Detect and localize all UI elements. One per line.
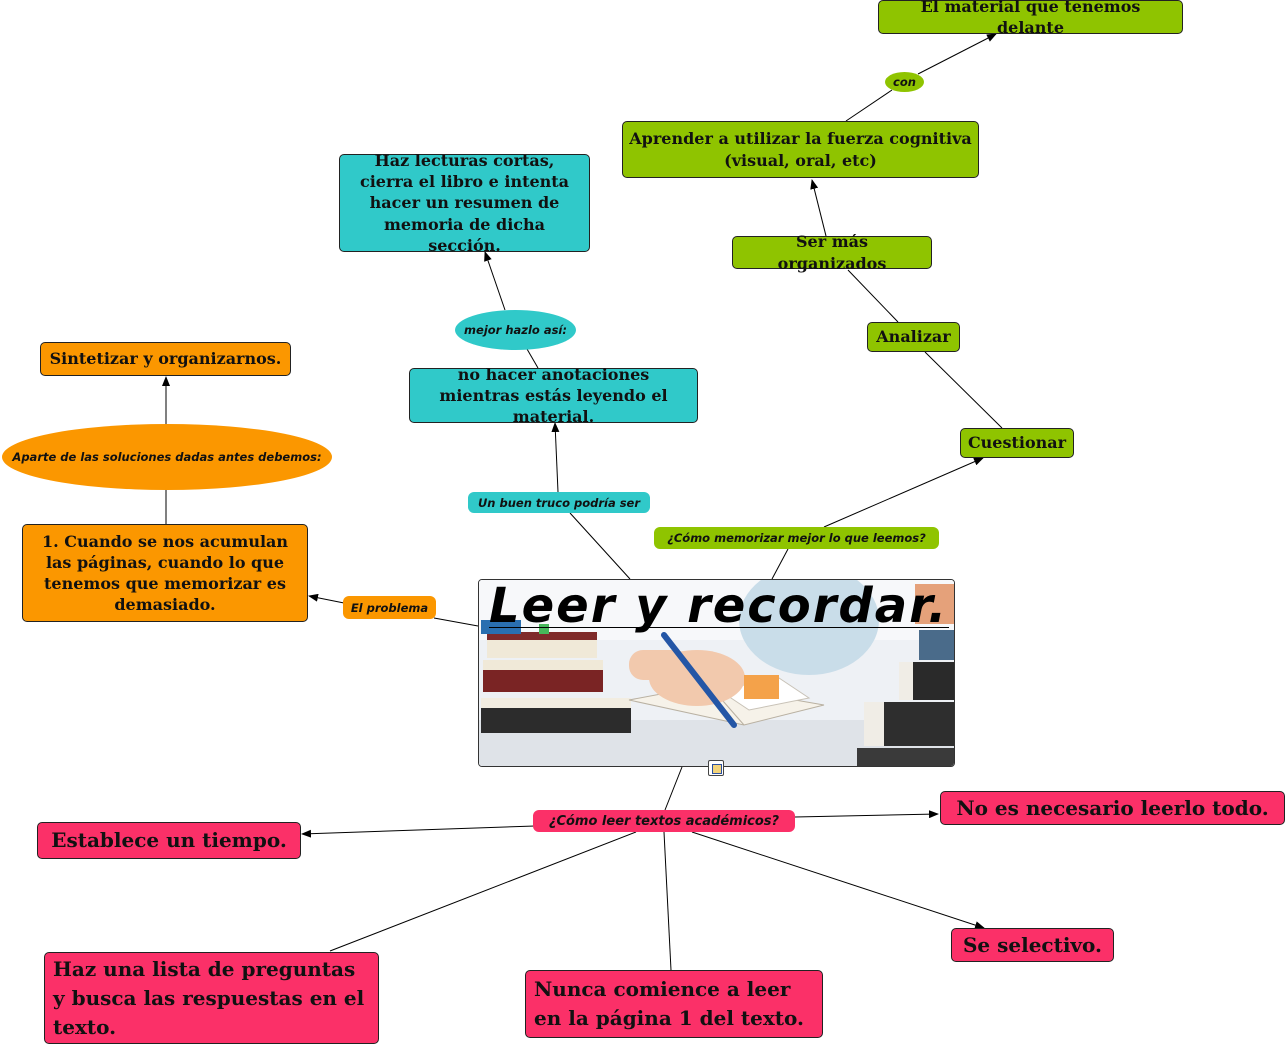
link-label-memorizar[interactable]: ¿Cómo memorizar mejor lo que leemos? [654, 527, 939, 549]
node-organizados[interactable]: Ser más organizados [732, 232, 932, 273]
central-topic-image[interactable]: Leer y recordar. [478, 579, 955, 767]
title-underline [489, 627, 949, 628]
link-center-memorizar [771, 548, 789, 580]
link-label-con[interactable]: con [885, 72, 924, 92]
link-fuerza-con [845, 89, 893, 122]
link-problema-acumulan [308, 593, 345, 604]
link-truco-anotaciones [551, 422, 560, 493]
link-center-truco [569, 512, 631, 580]
central-topic-title: Leer y recordar. [489, 579, 949, 634]
node-nunca[interactable]: Nunca comience a leer en la página 1 del… [525, 970, 823, 1038]
node-tiempo[interactable]: Establece un tiempo. [37, 822, 301, 859]
link-academicos-selectivo [691, 831, 985, 929]
link-label-aparte[interactable]: Aparte de las soluciones dadas antes deb… [2, 424, 332, 490]
study-desk-illustration [479, 580, 954, 766]
node-material[interactable]: El material que tenemos delante [878, 0, 1183, 37]
node-acumulan[interactable]: 1. Cuando se nos acumulan las páginas, c… [22, 524, 308, 622]
node-analizar[interactable]: Analizar [867, 322, 960, 352]
node-cuestionar[interactable]: Cuestionar [960, 428, 1074, 458]
link-memorizar-cuestionar [823, 457, 984, 528]
link-center-academicos [664, 766, 683, 811]
node-preguntas[interactable]: Haz una lista de preguntas y busca las r… [44, 952, 379, 1044]
link-anotaciones-hazlo [526, 348, 539, 369]
attachment-icon[interactable] [708, 760, 724, 776]
link-analizar-organizados [847, 269, 899, 323]
link-hazlo-lecturas [484, 251, 506, 311]
node-anotaciones[interactable]: no hacer anotaciones mientras estás leye… [409, 365, 698, 426]
link-academicos-necesario [794, 810, 939, 819]
node-selectivo[interactable]: Se selectivo. [951, 928, 1114, 962]
link-label-truco[interactable]: Un buen truco podría ser [468, 492, 650, 513]
link-academicos-tiempo [301, 825, 536, 838]
link-label-academicos[interactable]: ¿Cómo leer textos académicos? [533, 810, 795, 832]
link-label-problema[interactable]: El problema [343, 596, 436, 619]
link-center-problema [433, 617, 479, 627]
node-sintetizar[interactable]: Sintetizar y organizarnos. [40, 342, 291, 376]
attachment-icon-glyph [712, 764, 722, 774]
link-academicos-nunca [663, 831, 672, 971]
link-organizados-fuerza [810, 179, 827, 237]
link-academicos-preguntas [329, 831, 637, 952]
link-cuestionar-analizar [924, 351, 1003, 429]
node-lecturas[interactable]: Haz lecturas cortas, cierra el libro e i… [339, 151, 590, 255]
link-con-material [917, 33, 997, 75]
link-label-hazlo[interactable]: mejor hazlo así: [455, 310, 576, 350]
node-necesario[interactable]: No es necesario leerlo todo. [940, 791, 1285, 825]
node-fuerza[interactable]: Aprender a utilizar la fuerza cognitiva … [622, 121, 979, 178]
